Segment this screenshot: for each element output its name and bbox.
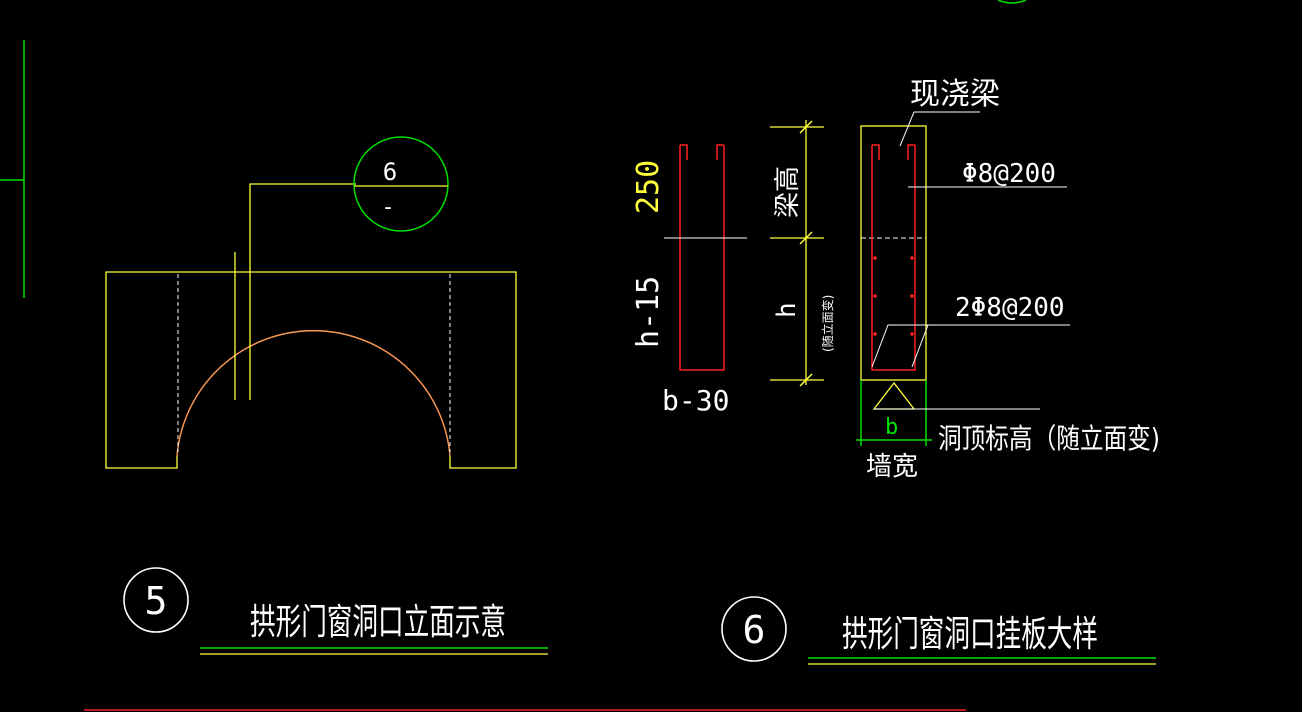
edge-fragments [0,0,1027,711]
callout-detail-number: 6 [383,158,397,186]
arch-curve [176,330,451,457]
detail-6-number: 6 [743,608,766,652]
dim-b30-label: b-30 [662,384,729,417]
stirrup-shape-detail [664,144,747,371]
cast-in-place-beam-label: 现浇梁 [910,77,1000,112]
opening-top-elevation-label: 洞顶标高（随立面变) [938,422,1160,455]
callout-leader [249,183,356,400]
arch-elevation [105,183,517,469]
detail-6-title-block: 6 拱形门窗洞口挂板大样 [721,596,1156,665]
wall-width-symbol: b [885,415,898,440]
detail-callout[interactable]: 6 - [353,136,449,232]
longitudinal-bar-spec-label: 2Φ8@200 [955,293,1065,323]
beam-height-label: 梁高 [773,166,803,218]
dim-250-label: 250 [631,160,666,214]
vertical-dimension-chain [770,120,824,387]
detail-5-title-block: 5 拱形门窗洞口立面示意 [123,567,548,655]
dim-h15-label: h-15 [631,276,666,348]
beam-section [856,111,1070,446]
detail-5-number: 5 [145,579,168,623]
detail-6-title: 拱形门窗洞口挂板大样 [842,614,1098,655]
h-varies-note: (随立面变) [820,295,835,352]
wall-width-label: 墙宽 [866,452,918,482]
callout-sheet-number: - [381,195,394,220]
stirrup-spec-label: Φ8@200 [962,159,1056,189]
h-dimension-label: h [772,302,802,318]
detail-5-title: 拱形门窗洞口立面示意 [250,602,506,643]
